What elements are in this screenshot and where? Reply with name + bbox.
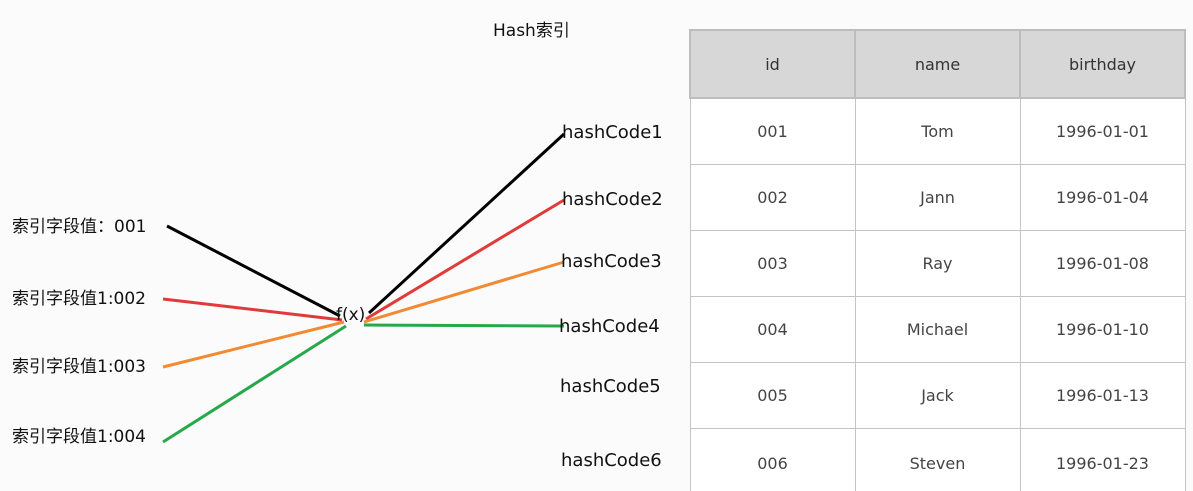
cell-name: Steven: [854, 428, 1021, 491]
table-row: 003 Ray 1996-01-08: [689, 230, 1186, 297]
table-row: 001 Tom 1996-01-01: [689, 97, 1186, 165]
cell-id: 006: [689, 428, 856, 491]
hashcode-label-4: hashCode4: [559, 316, 660, 337]
table-header-row: id name birthday: [689, 29, 1186, 99]
table-row: 005 Jack 1996-01-13: [689, 362, 1186, 429]
cell-id: 004: [689, 296, 856, 363]
hashcode-label-6: hashCode6: [561, 450, 662, 471]
cell-birthday: 1996-01-10: [1019, 296, 1186, 363]
key-label-4: 索引字段值1:004: [12, 427, 146, 447]
line-key-1: [166, 224, 341, 318]
table-row: 006 Steven 1996-01-23: [689, 428, 1186, 491]
table-row: 002 Jann 1996-01-04: [689, 164, 1186, 231]
cell-birthday: 1996-01-23: [1019, 428, 1186, 491]
hashcode-label-5: hashCode5: [560, 376, 661, 397]
hashcode-label-1: hashCode1: [562, 122, 663, 143]
line-key-2: [162, 297, 343, 322]
cell-birthday: 1996-01-13: [1019, 362, 1186, 429]
key-label-1: 索引字段值：001: [12, 217, 147, 237]
cell-name: Jack: [854, 362, 1021, 429]
cell-name: Jann: [854, 164, 1021, 231]
records-table-container: id name birthday 001 Tom 1996-01-01 002 …: [689, 29, 1186, 491]
cell-name: Ray: [854, 230, 1021, 297]
cell-birthday: 1996-01-04: [1019, 164, 1186, 231]
hashcode-label-3: hashCode3: [561, 251, 662, 272]
hashcode-label-2: hashCode2: [562, 189, 663, 210]
records-table: id name birthday 001 Tom 1996-01-01 002 …: [689, 29, 1186, 491]
column-header-name: name: [854, 29, 1021, 99]
cell-id: 002: [689, 164, 856, 231]
line-key-3: [162, 320, 345, 369]
column-header-id: id: [689, 29, 856, 99]
line-hash-4: [363, 323, 565, 328]
line-hash-2: [365, 198, 565, 321]
cell-id: 005: [689, 362, 856, 429]
cell-birthday: 1996-01-08: [1019, 230, 1186, 297]
hash-function-label: f(x): [336, 305, 366, 325]
table-row: 004 Michael 1996-01-10: [689, 296, 1186, 363]
line-hash-1: [367, 132, 566, 315]
key-label-2: 索引字段值1:002: [12, 289, 146, 309]
diagram-title: Hash索引: [493, 21, 570, 41]
cell-id: 003: [689, 230, 856, 297]
column-header-birthday: birthday: [1019, 29, 1186, 99]
cell-id: 001: [689, 97, 856, 165]
cell-name: Michael: [854, 296, 1021, 363]
line-key-4: [162, 324, 347, 444]
line-hash-3: [363, 260, 565, 324]
cell-name: Tom: [854, 97, 1021, 165]
key-label-3: 索引字段值1:003: [12, 357, 146, 377]
cell-birthday: 1996-01-01: [1019, 97, 1186, 165]
